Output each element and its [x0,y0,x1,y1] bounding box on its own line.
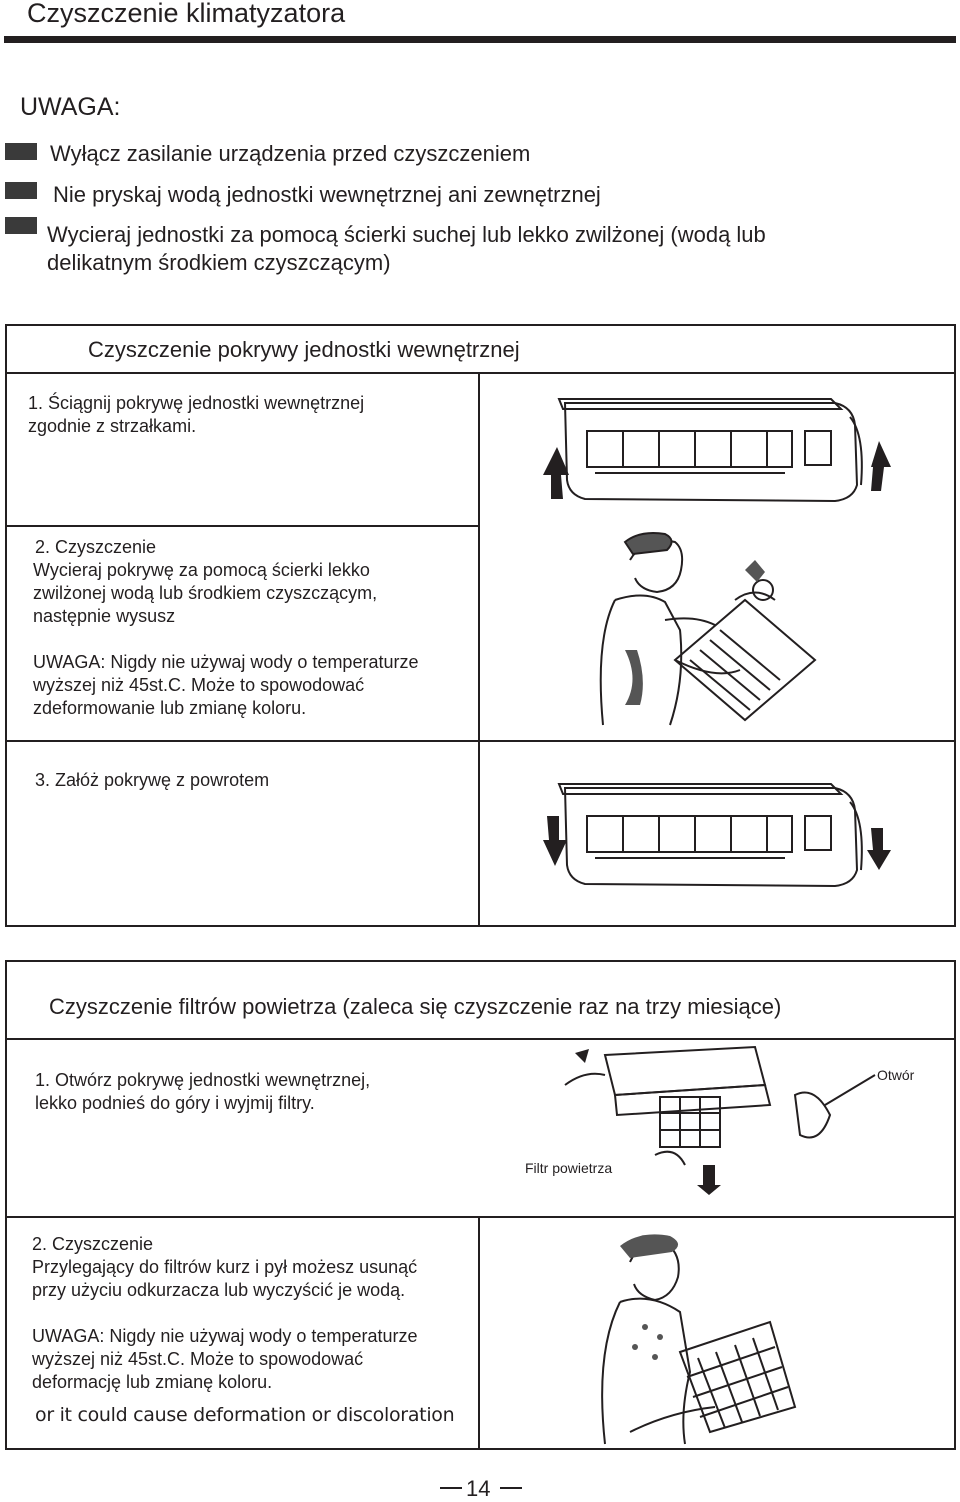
divider [5,372,956,374]
section-title: Czyszczenie filtrów powietrza (zaleca si… [49,994,782,1019]
ac-unit-replace-cover-illustration [543,783,891,888]
page-number-dash [500,1487,522,1489]
step-text: 2. Czyszczenie [32,1234,154,1254]
bullet-square-icon [5,182,37,199]
warning-text: UWAGA: Nigdy nie używaj wody o temperatu… [32,1326,418,1346]
filter-removal-illustration [564,1045,876,1195]
step-text: przy użyciu odkurzacza lub wyczyścić je … [32,1280,406,1300]
warning-item: Wycieraj jednostki za pomocą ścierki suc… [47,222,766,247]
page-title: Czyszczenie klimatyzatora [27,0,346,28]
filter-cleaning-box [5,960,956,1450]
step-text: lekko podnieś do góry i wyjmij filtry. [35,1093,315,1113]
step-text: 1. Ściągnij pokrywę jednostki wewnętrzne… [28,393,365,413]
section-title: Czyszczenie pokrywy jednostki wewnętrzne… [88,337,520,362]
divider [5,1216,956,1218]
step-text: następnie wysusz [33,606,176,626]
divider [478,1216,480,1450]
divider [5,740,956,742]
warning-text: deformację lub zmianę koloru. [32,1372,273,1392]
cover-cleaning-box [5,324,956,927]
page-number-dash [440,1487,462,1489]
warning-text: UWAGA: Nigdy nie używaj wody o temperatu… [33,652,419,672]
filter-label: Filtr powietrza [525,1160,613,1176]
hole-label: Otwór [877,1067,915,1083]
step-text: 2. Czyszczenie [35,537,157,557]
step-text: 3. Załóż pokrywę z powrotem [35,770,270,790]
step-text: zgodnie z strzałkami. [28,416,197,436]
page-number: 14 [466,1476,491,1501]
step-text: Wycieraj pokrywę za pomocą ścierki lekko [33,560,370,580]
title-rule [4,36,956,43]
warning-item: delikatnym środkiem czyszczącym) [47,250,391,275]
step-text: zwilżonej wodą lub środkiem czyszczącym, [33,583,378,603]
woman-washing-cover-illustration [599,532,817,726]
warning-text: wyższej niż 45st.C. Może to spowodować [32,1349,364,1369]
step-text: 1. Otwórz pokrywę jednostki wewnętrznej, [35,1070,371,1090]
divider [478,372,480,927]
warning-text: zdeformowanie lub zmianę koloru. [33,698,307,718]
divider [5,1038,956,1040]
bullet-square-icon [5,217,37,234]
english-note: or it could cause deformation or discolo… [35,1404,455,1426]
divider [5,525,480,527]
ac-unit-remove-cover-illustration [543,398,891,503]
warning-heading: UWAGA: [20,93,121,121]
step-text: Przylegający do filtrów kurz i pył możes… [32,1257,418,1277]
bullet-square-icon [5,143,37,160]
warning-item: Wyłącz zasilanie urządzenia przed czyszc… [50,141,531,166]
woman-vacuuming-filter-illustration [601,1234,797,1445]
warning-text: wyższej niż 45st.C. Może to spowodować [33,675,365,695]
warning-item: Nie pryskaj wodą jednostki wewnętrznej a… [53,182,601,207]
